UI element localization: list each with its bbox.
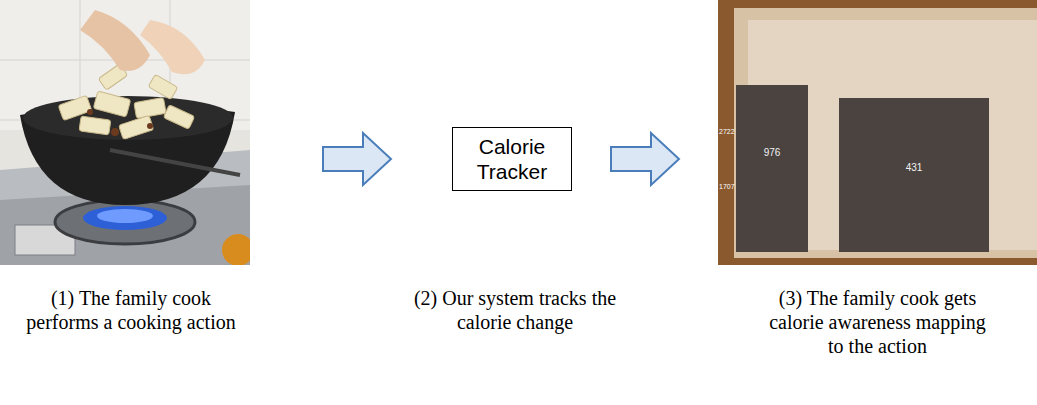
process-box: Calorie Tracker (452, 127, 572, 191)
calorie-bar: 976 (736, 85, 808, 252)
block-arrow (323, 133, 391, 185)
calorie-value: 431 (906, 162, 923, 252)
step-caption: (2) Our system tracks the calorie change (400, 286, 630, 334)
step-caption: (1) The family cook performs a cooking a… (14, 286, 249, 334)
axis-value: 2722 (719, 128, 735, 136)
box-label: Calorie Tracker (461, 134, 563, 184)
axis-value: 1707 (719, 183, 735, 191)
calorie-bar: 431 (839, 98, 989, 252)
calorie-value: 976 (764, 147, 781, 252)
cooking-photo (0, 0, 250, 265)
block-arrow (611, 133, 679, 185)
screen-panel: 976 431 (3) The family cook gets calorie a… (718, 0, 1037, 392)
photo-panel: (1) The family cook performs a cooking a… (0, 0, 262, 360)
step-caption: (3) The family cook gets calorie awarene… (764, 286, 992, 358)
